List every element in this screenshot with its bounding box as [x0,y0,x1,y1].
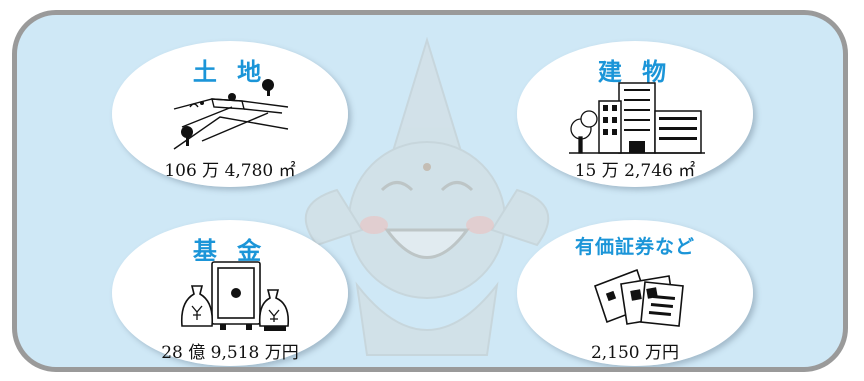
safe-money-bags-illustration-icon [180,261,290,331]
fund-title: 基 金 [192,237,268,265]
securities-asset-card: 有価証券など 2,150 万円 [517,220,753,366]
land-illustration-icon [173,79,289,150]
securities-title: 有価証券など [574,236,695,258]
building-title: 建 物 [597,58,673,86]
fund-asset-card: 基 金 28 億 9,518 万円 [112,220,348,366]
building-asset-card: 建 物 15 万 2,746 ㎡ [517,41,753,187]
securities-value: 2,150 万円 [590,343,680,363]
fund-value: 28 億 9,518 万円 [161,343,299,363]
assets-panel: 土 地 106 万 4,780 ㎡ 建 物 [12,10,848,372]
land-value: 106 万 4,780 ㎡ [164,161,296,181]
buildings-illustration-icon [569,82,705,154]
building-value: 15 万 2,746 ㎡ [574,161,696,181]
land-title: 土 地 [192,58,268,86]
mascot-watermark-icon [304,36,550,356]
securities-documents-illustration-icon [593,268,684,327]
land-asset-card: 土 地 106 万 4,780 ㎡ [112,41,348,187]
